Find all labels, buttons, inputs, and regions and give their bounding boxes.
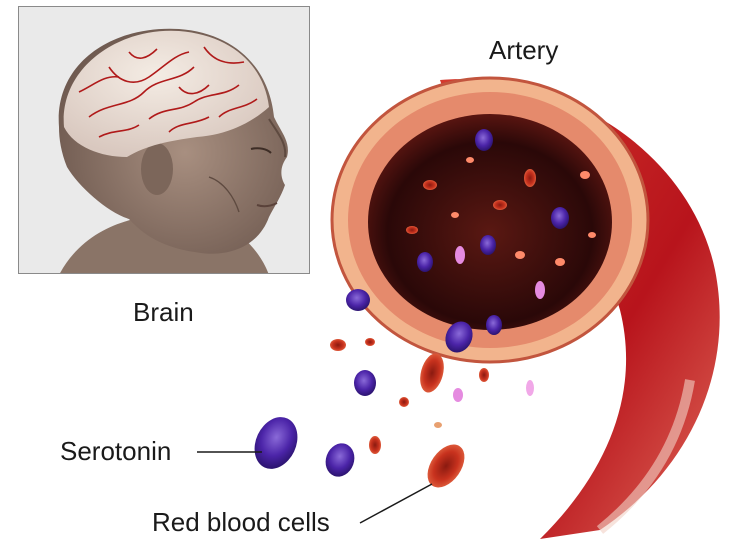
- red-blood-cells-label: Red blood cells: [152, 507, 330, 538]
- serotonin-label: Serotonin: [60, 436, 171, 467]
- serotonin-molecule: [246, 410, 305, 476]
- brain-label: Brain: [133, 297, 194, 328]
- rbc-callout-line: [360, 484, 432, 523]
- artery-label: Artery: [489, 35, 558, 66]
